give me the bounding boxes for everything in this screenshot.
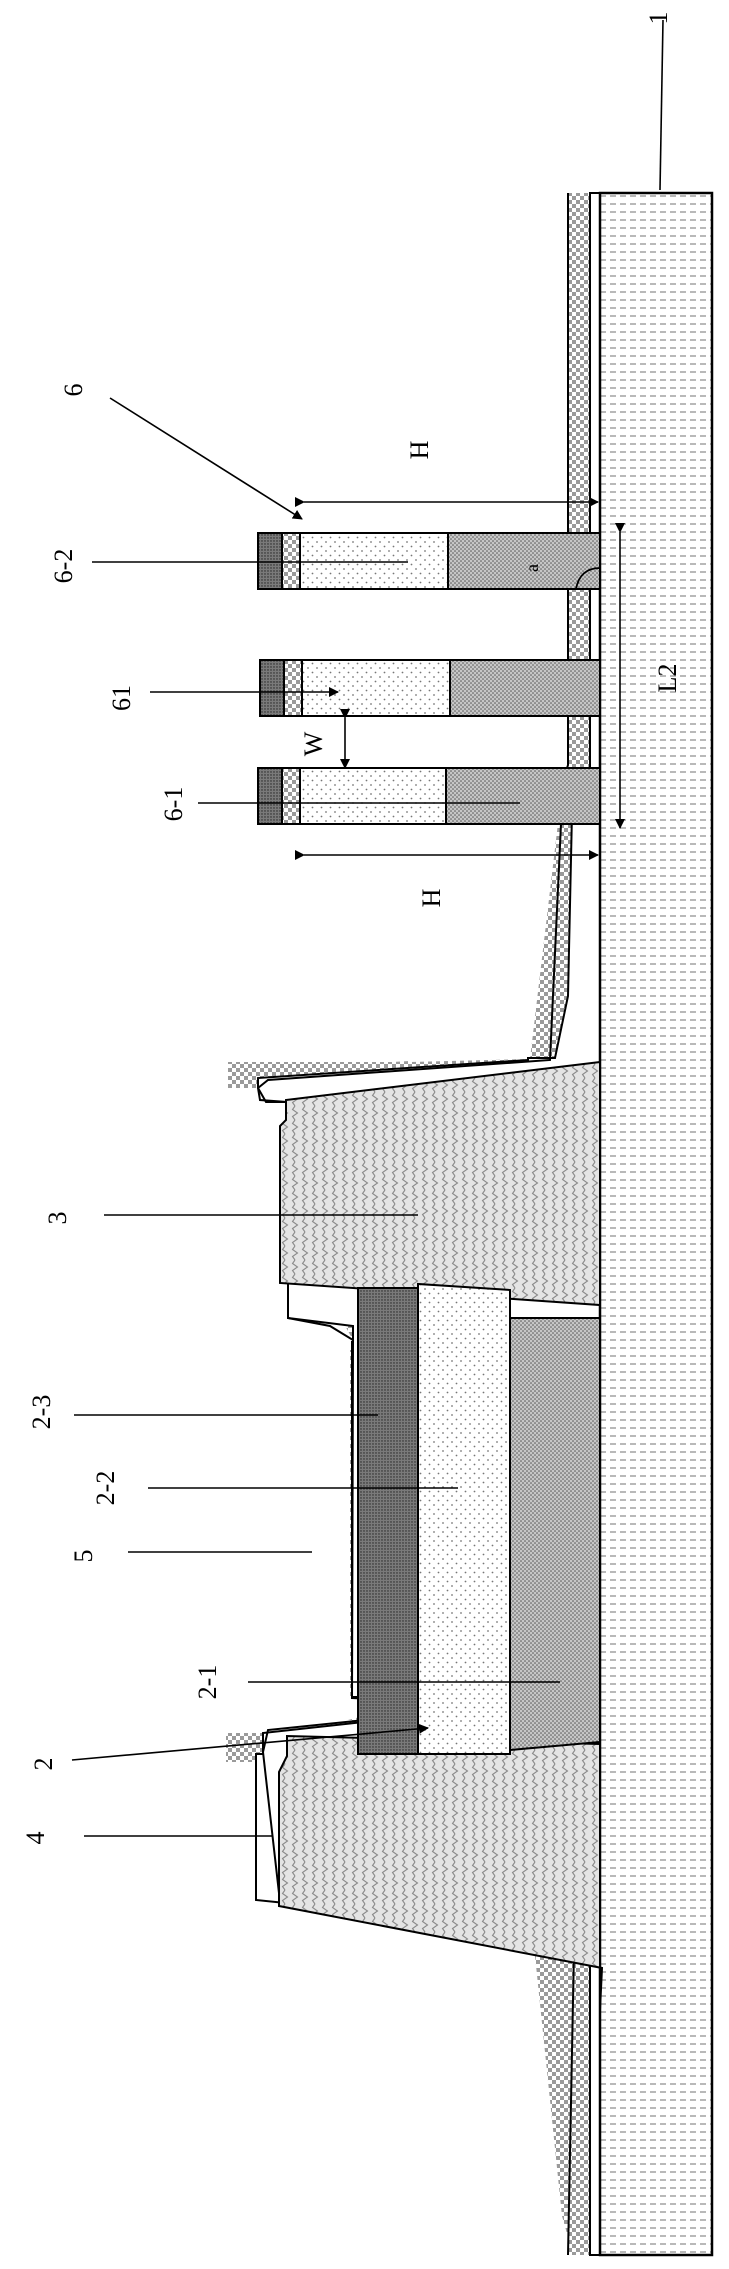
label-61: 61 bbox=[107, 685, 136, 711]
label-4: 4 bbox=[21, 1832, 50, 1845]
pillar-6-2 bbox=[257, 532, 601, 590]
label-6-2: 6-2 bbox=[49, 549, 78, 584]
label-2-3: 2-3 bbox=[27, 1395, 56, 1430]
dim-label-h-top: H bbox=[405, 440, 434, 459]
pillar-61 bbox=[259, 659, 601, 717]
dim-label-l2: L2 bbox=[653, 664, 682, 693]
label-6: 6 bbox=[59, 384, 88, 397]
dim-label-w: W bbox=[299, 731, 328, 756]
leader-2 bbox=[71, 1723, 429, 1761]
label-3: 3 bbox=[43, 1212, 72, 1225]
label-1: 1 bbox=[644, 12, 673, 25]
leader-1 bbox=[659, 19, 664, 191]
layer-2-1 bbox=[509, 1317, 601, 1752]
angle-label-a: a bbox=[522, 564, 542, 572]
layer-2-3 bbox=[357, 1287, 419, 1755]
passivation-outline-5 bbox=[256, 193, 576, 2256]
angle-arc bbox=[575, 567, 601, 590]
label-6-1: 6-1 bbox=[159, 787, 188, 822]
label-5: 5 bbox=[69, 1550, 98, 1563]
label-2: 2 bbox=[29, 1758, 58, 1771]
isolation-block-3 bbox=[279, 1060, 601, 1307]
label-2-2: 2-2 bbox=[91, 1471, 120, 1506]
dim-label-h-bottom: H bbox=[417, 888, 446, 907]
layer-2-2 bbox=[417, 1282, 511, 1755]
leader-6 bbox=[109, 397, 303, 520]
substrate-1 bbox=[598, 191, 714, 2257]
pillar-6-1 bbox=[257, 767, 601, 825]
label-2-1: 2-1 bbox=[193, 1665, 222, 1700]
